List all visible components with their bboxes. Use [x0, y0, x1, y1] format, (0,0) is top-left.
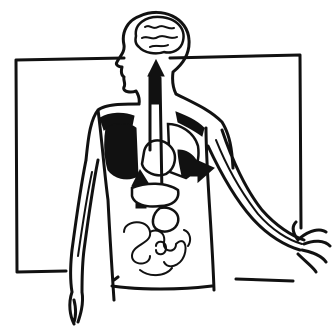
stomach [153, 208, 178, 232]
hand-right [293, 222, 330, 272]
hip-line [112, 286, 212, 289]
hand-left [70, 292, 83, 324]
brain [135, 17, 183, 53]
arm-right-vessel [216, 140, 302, 244]
intestines [124, 222, 190, 275]
arm-right [208, 130, 304, 250]
heart [142, 140, 175, 175]
arm-left [71, 160, 99, 292]
liver [132, 184, 178, 207]
lung-left [105, 124, 138, 179]
